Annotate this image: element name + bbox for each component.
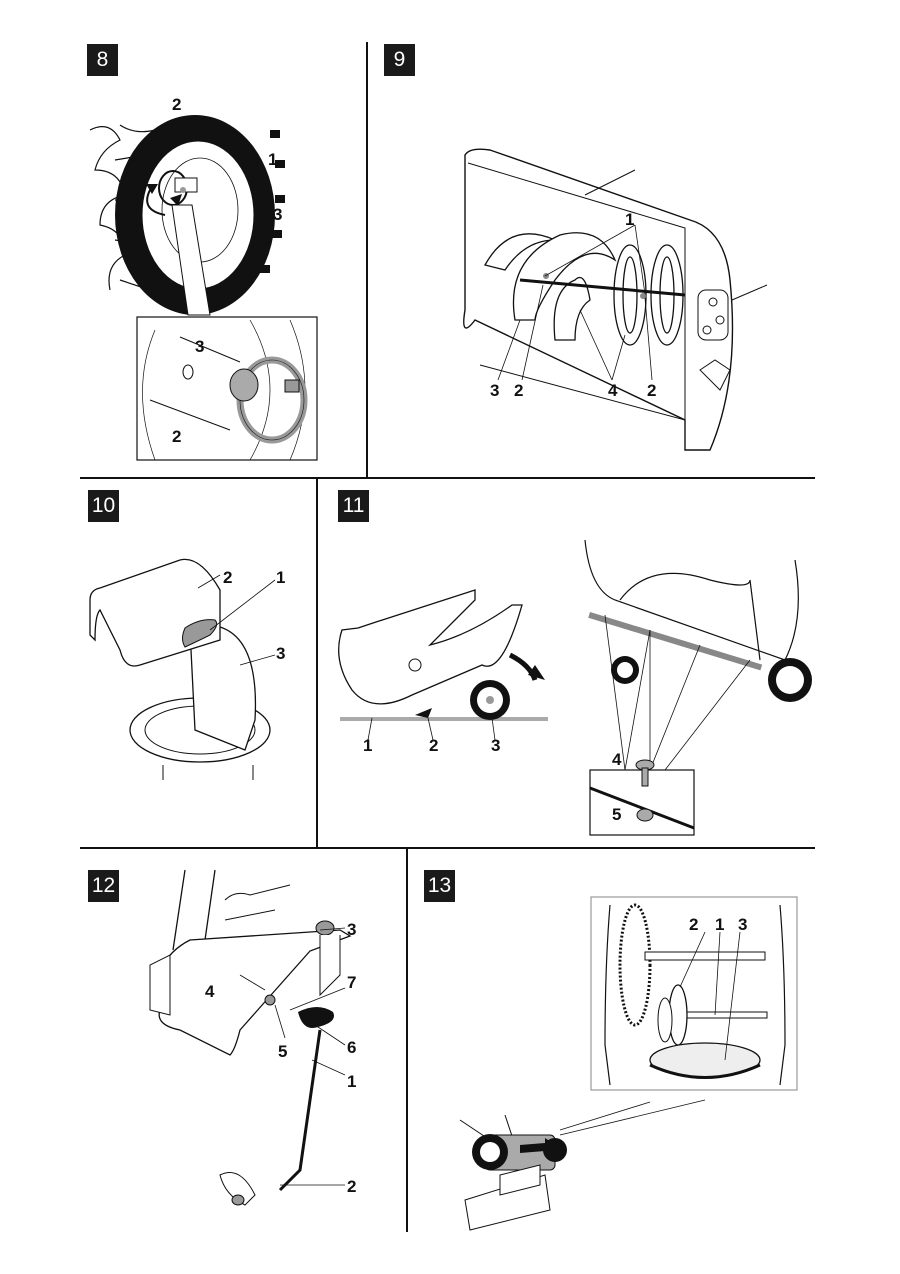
figure-13-badge: 13 <box>424 870 455 902</box>
fig12-label-7: 7 <box>347 973 357 992</box>
fig11-label-2: 2 <box>429 736 439 755</box>
fig8-label-2: 2 <box>172 95 182 114</box>
figure-11-badge: 11 <box>338 490 369 522</box>
fig8-label-3: 3 <box>273 205 283 224</box>
fig9-label-2b: 2 <box>647 381 657 400</box>
fig9-label-3: 3 <box>490 381 500 400</box>
divider-row1 <box>80 477 815 479</box>
ground-line <box>340 717 548 721</box>
fig11-label-5: 5 <box>612 805 622 824</box>
chute-control-linkage <box>149 869 352 1206</box>
figure-9-badge: 9 <box>384 44 415 76</box>
divider-8-9 <box>366 42 368 478</box>
fig9-label-1: 1 <box>625 210 635 229</box>
divider-row2 <box>80 847 815 849</box>
tilt-and-scraper <box>338 539 812 836</box>
fig8-inset-label-2: 2 <box>172 427 182 446</box>
figure-12-illustration: 3 4 7 5 6 1 2 <box>80 860 405 1235</box>
figure-12-badge: 12 <box>88 870 119 902</box>
fig10-label-3: 3 <box>276 644 286 663</box>
push-arrow <box>520 1138 558 1156</box>
fig13-label-3: 3 <box>738 915 748 934</box>
fig11-label-3: 3 <box>491 736 501 755</box>
fig10-label-1: 1 <box>276 568 286 587</box>
fig12-label-2: 2 <box>347 1177 357 1196</box>
rotate-arrow <box>146 189 166 216</box>
drive-friction-wheel <box>459 896 798 1231</box>
fig8-label-1: 1 <box>268 150 278 169</box>
knob <box>315 920 335 936</box>
fig11-label-4: 4 <box>612 750 622 769</box>
fig12-label-4: 4 <box>205 982 215 1001</box>
figure-13-illustration: 2 1 3 <box>410 860 815 1235</box>
fig12-label-3: 3 <box>347 920 357 939</box>
figure-8-illustration: 2 1 3 3 2 <box>80 80 365 475</box>
discharge-chute <box>89 558 276 780</box>
fig9-label-4: 4 <box>608 381 618 400</box>
threaded-rod <box>278 1029 322 1192</box>
callout-wedge <box>171 204 211 316</box>
figure-11-illustration: 1 2 3 4 5 <box>320 539 815 840</box>
augers <box>484 232 684 346</box>
divider-12-13 <box>406 848 408 1232</box>
fig9-label-2a: 2 <box>514 381 524 400</box>
figure-8-badge: 8 <box>87 44 118 76</box>
fig8-inset-label-3: 3 <box>195 337 205 356</box>
wheel-illustration <box>89 115 318 461</box>
figure-10-illustration: 2 1 3 <box>80 530 315 840</box>
auger-housing <box>463 148 768 451</box>
fig12-label-5: 5 <box>278 1042 288 1061</box>
tilt-arrow <box>508 652 538 681</box>
figure-10-badge: 10 <box>88 490 119 522</box>
fig12-label-6: 6 <box>347 1038 357 1057</box>
fig11-label-1: 1 <box>363 736 373 755</box>
tread-right <box>260 130 285 273</box>
fig12-label-1: 1 <box>347 1072 357 1091</box>
fig10-label-2: 2 <box>223 568 233 587</box>
scraper-bar <box>588 612 763 671</box>
divider-10-11 <box>316 478 318 848</box>
figure-9-illustration: 1 3 2 4 2 <box>380 80 810 475</box>
fig13-label-1: 1 <box>715 915 725 934</box>
fig13-label-2: 2 <box>689 915 699 934</box>
knob <box>182 619 218 648</box>
